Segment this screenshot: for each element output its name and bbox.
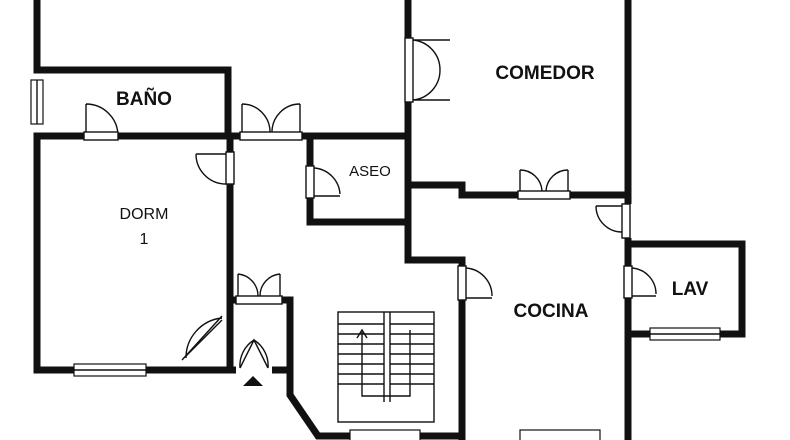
staircase (337, 311, 435, 423)
room-label-lav: LAV (672, 279, 709, 300)
windows (30, 79, 721, 440)
entrance-arrow-icon (243, 376, 263, 386)
doors (83, 37, 657, 376)
room-label-dorm: DORM (120, 206, 169, 223)
room-label-comedor: COMEDOR (495, 63, 595, 84)
room-label-bano: BAÑO (116, 88, 172, 110)
room-label-cocina: COCINA (514, 301, 589, 322)
room-label-dorm-number: 1 (140, 231, 149, 248)
room-label-aseo: ASEO (349, 163, 391, 180)
